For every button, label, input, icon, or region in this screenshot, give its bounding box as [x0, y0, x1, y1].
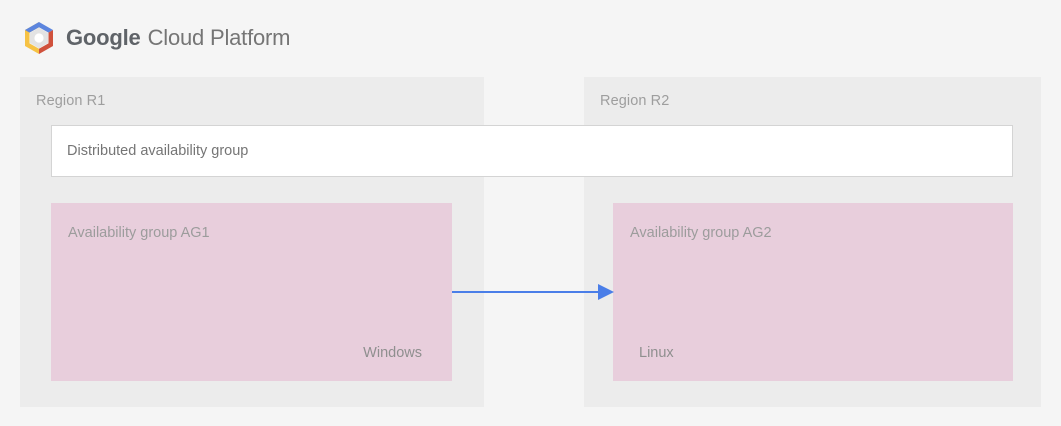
availability-group-box-ag2: Availability group AG2 Linux [613, 203, 1013, 381]
availability-group-os-ag1: Windows [363, 345, 422, 361]
availability-group-os-ag2: Linux [639, 345, 674, 361]
brand-title-google: Google [66, 25, 141, 50]
brand-title-suffix: Cloud Platform [147, 25, 291, 50]
replication-right-arrow-icon [452, 284, 614, 300]
distributed-availability-group-label: Distributed availability group [67, 143, 249, 159]
region-label-r1: Region R1 [36, 93, 106, 109]
availability-group-label-ag1: Availability group AG1 [68, 225, 210, 241]
brand-lockup: Google Cloud Platform [22, 18, 290, 58]
distributed-availability-group-box: Distributed availability group [51, 125, 1013, 177]
google-cloud-platform-hexagon-logo-icon [25, 22, 53, 54]
availability-group-label-ag2: Availability group AG2 [630, 225, 772, 241]
brand-title: Google Cloud Platform [66, 27, 290, 49]
region-label-r2: Region R2 [600, 93, 670, 109]
availability-group-box-ag1: Availability group AG1 Windows [51, 203, 452, 381]
